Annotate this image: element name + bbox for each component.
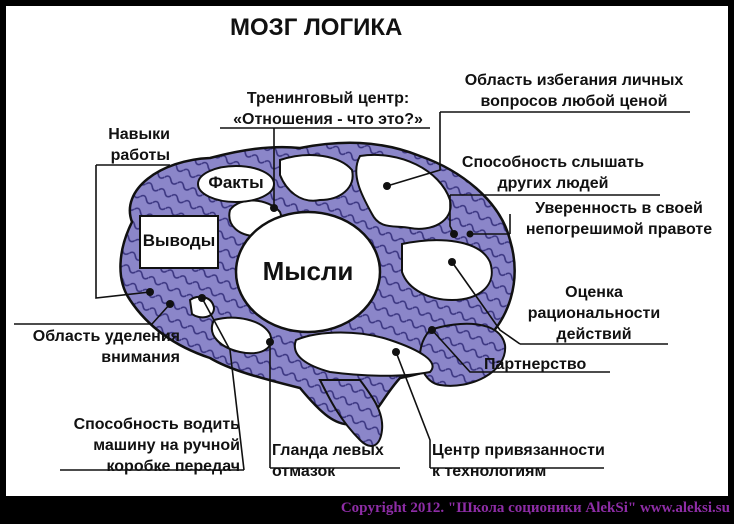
facts-label: Факты <box>208 173 264 192</box>
label-rationality: Оценка рациональности действий <box>514 282 674 345</box>
label-avoid-personal-line1: Область избегания личных <box>464 72 684 89</box>
leader-lines <box>14 111 690 471</box>
label-confidence: Уверенность в своей непогрешимой правоте <box>512 198 726 240</box>
label-rationality-line2: рациональности <box>527 305 661 322</box>
cavity-top <box>279 154 354 202</box>
label-hear-others-line1: Способность слышать <box>461 154 645 171</box>
label-driving-line3: коробке передач <box>106 458 240 475</box>
label-excuses-gland-line2: отмазок <box>272 463 336 480</box>
conclusions-region <box>139 215 219 269</box>
label-tech-attachment-line1: Центр привязанности <box>432 442 605 459</box>
copyright-notice: Copyright 2012. "Школа соционики AlekSi"… <box>340 500 730 516</box>
brainstem <box>318 379 384 447</box>
label-partnership-line1: Партнерство <box>484 356 587 373</box>
thoughts-label: Мысли <box>262 256 354 286</box>
diagram-title: МОЗГ ЛОГИКА <box>230 14 403 41</box>
label-hear-others-line2: других людей <box>497 175 609 192</box>
label-avoid-personal-line2: вопросов любой ценой <box>480 93 668 110</box>
label-tech-attachment-line2: к технологиям <box>432 463 547 480</box>
label-work-skills-line1: Навыки <box>108 126 170 143</box>
label-driving: Способность водить машину на ручной коро… <box>30 414 240 477</box>
label-excuses-gland-line1: Гланда левых <box>272 442 384 459</box>
label-rationality-line3: действий <box>556 326 632 343</box>
label-driving-line2: машину на ручной <box>93 437 240 454</box>
label-training-center-line2: «Отношения - что это?» <box>233 111 423 128</box>
thoughts-region <box>234 210 382 334</box>
label-work-skills-line2: работы <box>110 147 170 164</box>
label-work-skills: Навыки работы <box>96 124 170 166</box>
conclusions-label: Выводы <box>142 231 216 250</box>
cavity-bottom <box>293 331 434 377</box>
label-excuses-gland: Гланда левых отмазок <box>272 440 384 482</box>
label-tech-attachment: Центр привязанности к технологиям <box>432 440 605 482</box>
label-avoid-personal: Область избегания личных вопросов любой … <box>448 70 700 112</box>
label-partnership: Партнерство <box>484 354 586 375</box>
label-confidence-line2: непогрешимой правоте <box>525 221 713 238</box>
label-hear-others: Способность слышать других людей <box>448 152 658 194</box>
label-attention: Область уделения внимания <box>10 326 180 368</box>
label-attention-line1: Область уделения <box>32 328 180 345</box>
label-training-center: Тренинговый центр: «Отношения - что это?… <box>218 88 438 130</box>
label-training-center-line1: Тренинговый центр: <box>246 90 410 107</box>
label-driving-line1: Способность водить <box>73 416 240 433</box>
label-rationality-line1: Оценка <box>565 284 623 301</box>
label-attention-line2: внимания <box>101 349 180 366</box>
label-confidence-line1: Уверенность в своей <box>535 200 703 217</box>
